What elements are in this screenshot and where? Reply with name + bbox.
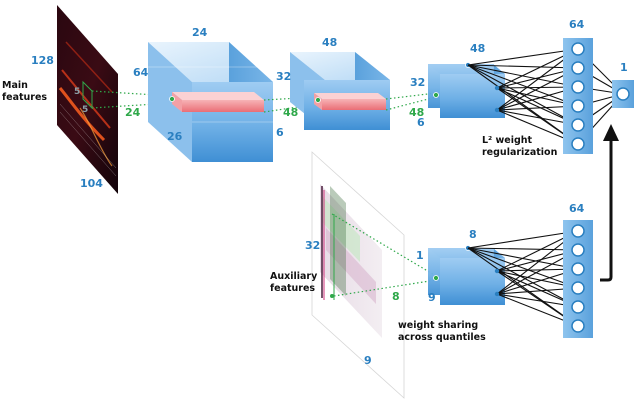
- neuron: [571, 118, 585, 132]
- aux-block-channels-label: 8: [469, 228, 477, 241]
- block-front-lower: [440, 74, 505, 118]
- dense-aux-units-label: 64: [569, 202, 585, 215]
- input-width-label: 104: [80, 177, 103, 190]
- neuron-dot: [315, 97, 321, 103]
- aux-width-label: 9: [364, 354, 372, 367]
- neuron: [571, 61, 585, 75]
- conv3-width-label: 6: [417, 116, 425, 129]
- kernel-size-a: 5: [74, 87, 80, 97]
- neuron-dot: [494, 268, 500, 274]
- spectrogram-streak: [65, 41, 113, 93]
- conv3-channels-label: 48: [409, 106, 424, 119]
- main-features-input: 5 5 Main features 128 104: [2, 5, 118, 194]
- conv-kernel-bar: [182, 100, 264, 112]
- connection-line: [467, 247, 579, 308]
- block-front-lower: [440, 258, 505, 305]
- neuron-dot: [494, 291, 500, 297]
- connection-line: [467, 64, 579, 107]
- arrow-head: [603, 124, 619, 141]
- aux-block: 1 8 9: [416, 228, 505, 305]
- l2-regularization-label: L² weight: [482, 135, 533, 146]
- conv2-height-label: 32: [276, 70, 291, 83]
- conv3-depth-label: 48: [470, 42, 485, 55]
- conv-kernel-bar: [314, 93, 386, 99]
- auxiliary-features-input: Auxiliary features 32 8 9: [270, 151, 405, 399]
- spectrogram-streak: [58, 87, 106, 142]
- conv1-depth-label: 24: [192, 26, 208, 39]
- connection-line: [467, 64, 579, 126]
- conv2-depth-label: 48: [322, 36, 337, 49]
- conv1-height-label: 64: [133, 66, 149, 79]
- kernel-projection-3: [385, 92, 437, 111]
- connection-line: [467, 247, 579, 251]
- conv-block-1: 24 64 26 24: [125, 26, 273, 162]
- conv2-width-label: 6: [276, 126, 284, 139]
- conv1-width-label: 26: [167, 130, 183, 143]
- dense-main-units-label: 64: [569, 18, 585, 31]
- conv-kernel-bar: [172, 92, 264, 100]
- output-units-label: 1: [620, 61, 628, 74]
- input-height-label: 128: [31, 54, 54, 67]
- dense-layer-aux: [563, 220, 593, 338]
- connection-line: [467, 247, 579, 289]
- neuron: [571, 262, 585, 276]
- neuron: [571, 42, 585, 56]
- aux-projection-frame: [311, 151, 405, 399]
- main-features-label: features: [2, 92, 47, 103]
- weight-sharing-label: across quantiles: [398, 332, 486, 343]
- aux-block-height-label: 1: [416, 249, 424, 262]
- connection-line: [467, 64, 579, 69]
- conv1-channels-label: 24: [125, 106, 141, 119]
- neuron: [571, 300, 585, 314]
- conv-block-2: 48 32 6 48: [276, 36, 390, 139]
- neuron: [571, 319, 585, 333]
- aux-features-label: features: [270, 283, 315, 294]
- neuron: [571, 224, 585, 238]
- aux-height-label: 32: [305, 239, 320, 252]
- conv2-channels-label: 48: [283, 106, 298, 119]
- aux-projection-lines: [331, 213, 437, 297]
- neuron: [571, 243, 585, 257]
- neuron-dot: [494, 107, 500, 113]
- conv-kernel-bar: [322, 99, 386, 110]
- l2-regularization-label: regularization: [482, 147, 558, 158]
- output-neuron: [616, 87, 630, 101]
- aux-block-width-label: 9: [428, 291, 436, 304]
- neuron-dot: [433, 92, 439, 98]
- spectrogram-streak: [61, 69, 111, 129]
- neuron: [571, 281, 585, 295]
- dense-layer-main-neurons: [571, 42, 585, 151]
- shared-weights-arrow: [600, 140, 613, 282]
- neuron-dot: [433, 275, 439, 281]
- kernel-projection-1: [91, 90, 173, 109]
- neuron: [571, 80, 585, 94]
- weight-sharing-label: weight sharing: [398, 320, 478, 331]
- neuron: [571, 137, 585, 151]
- neuron-dot: [494, 85, 500, 91]
- main-features-label: Main: [2, 80, 28, 91]
- neuron-dot: [330, 294, 334, 298]
- neuron-dot: [169, 96, 175, 102]
- connection-line: [467, 230, 579, 249]
- conv3-height-label: 32: [410, 76, 425, 89]
- connection-line: [467, 48, 579, 66]
- spectrogram: [57, 5, 118, 194]
- dense-layer-main: [563, 38, 593, 154]
- kernel-size-b: 5: [82, 105, 88, 115]
- aux-kernel-label: 8: [392, 290, 400, 303]
- spectrogram-streak: [79, 107, 113, 167]
- aux-features-label: Auxiliary: [270, 271, 318, 282]
- conv-block-3: 48 32 6 48: [409, 42, 505, 129]
- block-side-left: [148, 42, 192, 162]
- neuron: [571, 99, 585, 113]
- dense-layer-aux-neurons: [571, 224, 585, 333]
